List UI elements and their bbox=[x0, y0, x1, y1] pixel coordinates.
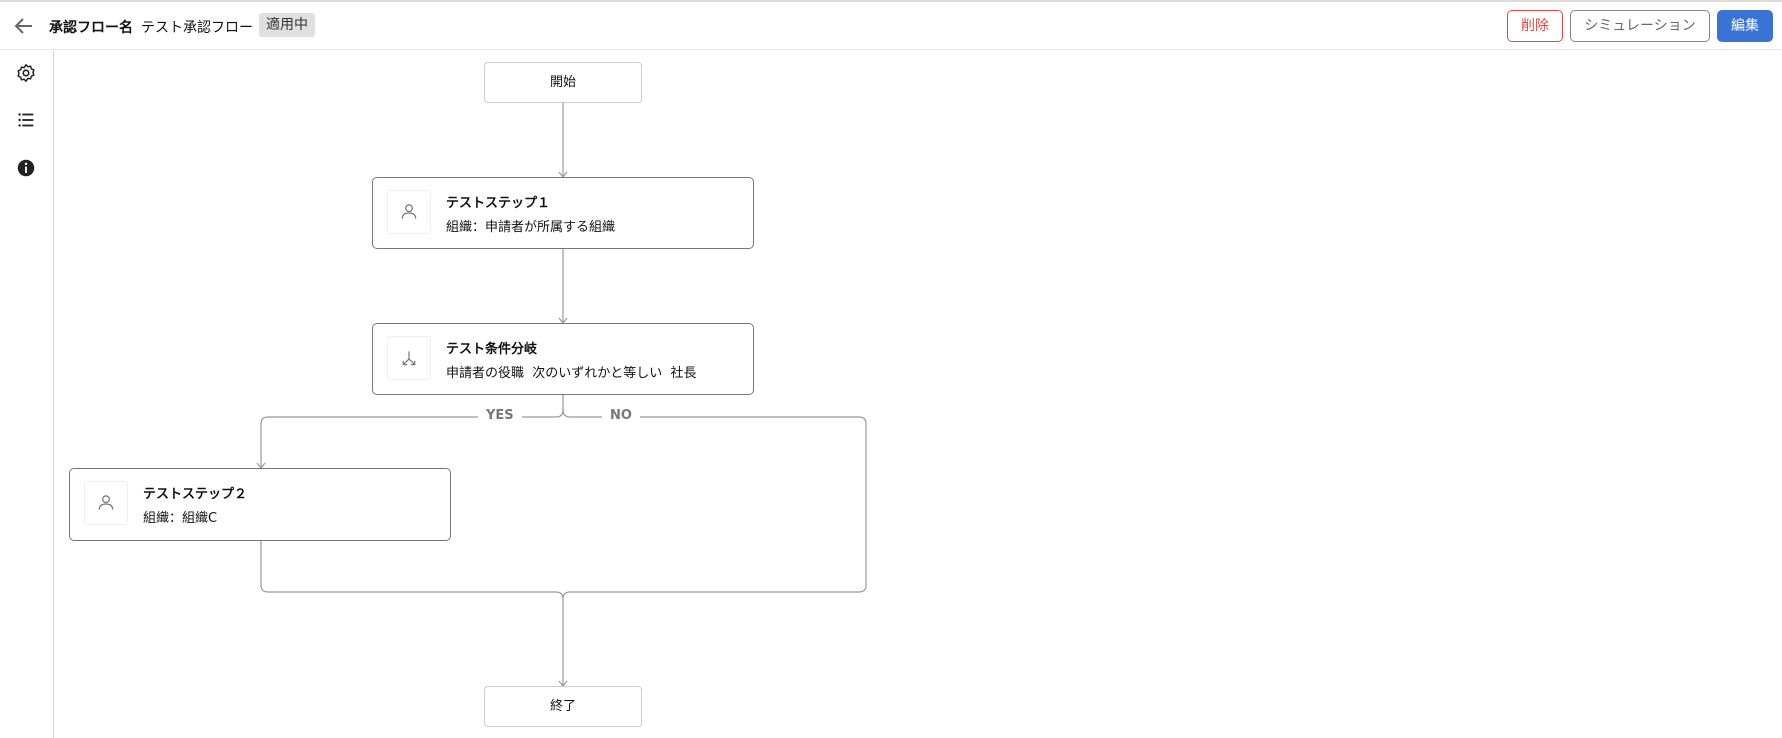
step-subtitle: 組織：申請者が所属する組織 bbox=[446, 220, 616, 235]
end-node[interactable]: 終了 bbox=[484, 686, 642, 727]
gear-icon[interactable] bbox=[15, 62, 37, 84]
branch-condition: 申請者の役職 次のいずれかと等しい 社長 bbox=[446, 366, 697, 381]
branch-node[interactable]: テスト条件分岐 申請者の役職 次のいずれかと等しい 社長 bbox=[372, 323, 754, 395]
person-icon bbox=[387, 190, 431, 234]
branch-icon bbox=[387, 336, 431, 380]
start-node[interactable]: 開始 bbox=[484, 62, 642, 103]
info-icon[interactable] bbox=[15, 157, 37, 179]
header: 承認フロー名 テスト承認フロー 適用中 削除 シミュレーション 編集 bbox=[0, 2, 1782, 50]
step-subtitle: 組織：組織C bbox=[143, 511, 218, 526]
no-label: NO bbox=[602, 408, 640, 423]
step1-node[interactable]: テストステップ１ 組織：申請者が所属する組織 bbox=[372, 177, 754, 249]
yes-label: YES bbox=[478, 408, 522, 423]
connector-no bbox=[562, 409, 867, 686]
back-arrow-icon[interactable] bbox=[12, 14, 36, 38]
top-border bbox=[0, 0, 1782, 2]
step-title: テストステップ１ bbox=[446, 196, 551, 211]
simulation-button[interactable]: シミュレーション bbox=[1570, 10, 1710, 42]
person-icon bbox=[84, 481, 128, 525]
step-title: テストステップ２ bbox=[143, 487, 248, 502]
connector-step2-merge bbox=[260, 541, 564, 600]
edit-button[interactable]: 編集 bbox=[1717, 10, 1773, 42]
connector-yes bbox=[260, 395, 564, 468]
delete-button[interactable]: 削除 bbox=[1507, 10, 1563, 42]
list-icon[interactable] bbox=[15, 109, 37, 131]
branch-title: テスト条件分岐 bbox=[446, 342, 538, 357]
flow-name-label: 承認フロー名 bbox=[49, 20, 133, 36]
status-badge: 適用中 bbox=[259, 13, 315, 37]
flow-name: テスト承認フロー bbox=[141, 20, 253, 36]
sidebar bbox=[0, 51, 54, 738]
step2-node[interactable]: テストステップ２ 組織：組織C bbox=[69, 468, 451, 541]
